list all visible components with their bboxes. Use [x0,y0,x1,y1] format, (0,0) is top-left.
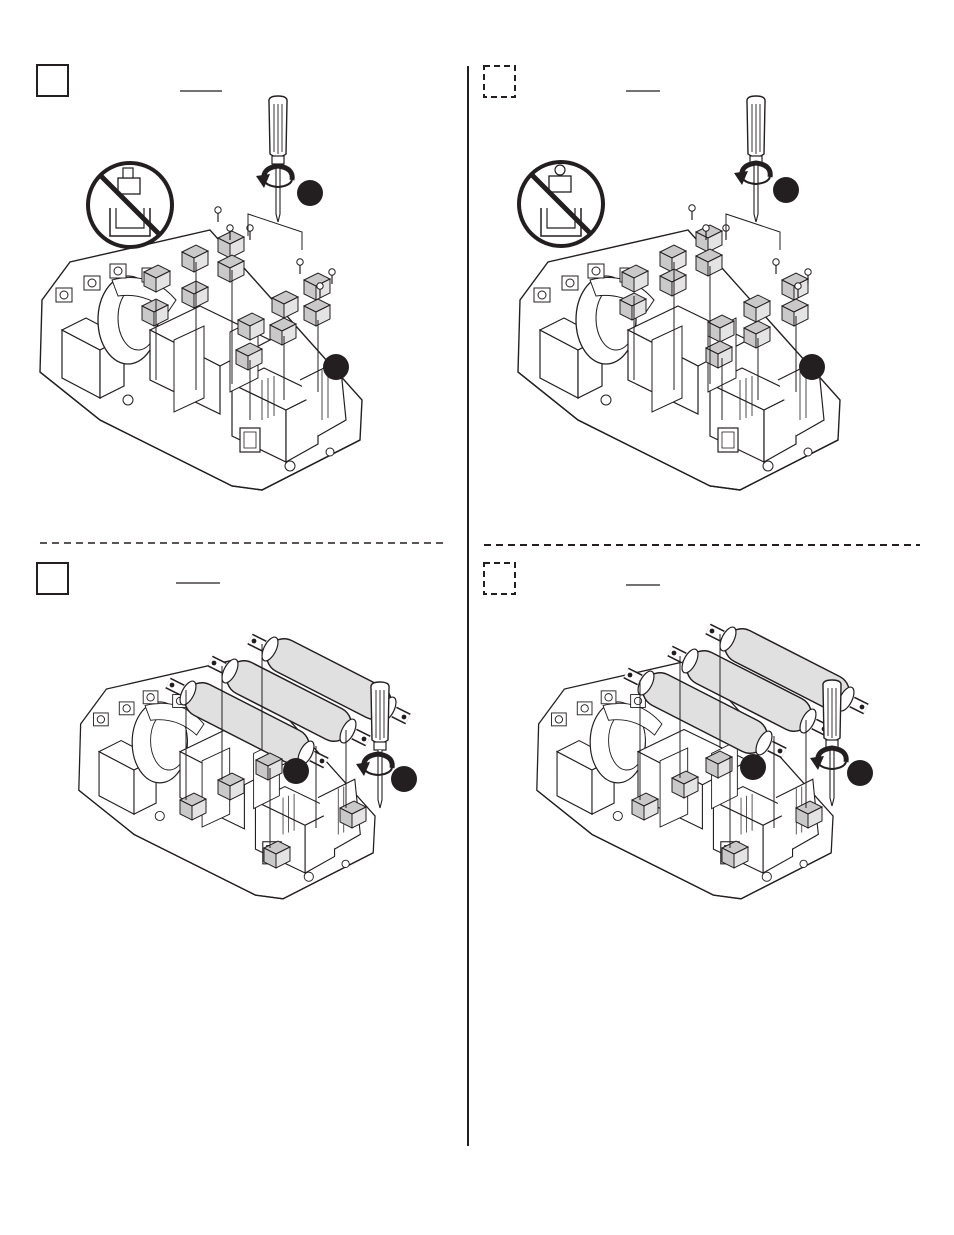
callout-marker-icon [283,758,309,784]
rotation-arrow-icon [734,163,770,185]
screwdriver-icon [371,682,389,808]
step-checkbox[interactable] [484,563,515,594]
screwdriver-icon [823,680,841,806]
screwdriver-icon [269,96,287,222]
callout-marker-icon [740,754,766,780]
step-checkbox[interactable] [37,563,68,594]
step-checkbox[interactable] [37,65,68,96]
callout-marker-icon [323,354,349,380]
step-checkbox[interactable] [484,66,515,97]
panel-bottom-left [37,563,417,899]
callout-marker-icon [799,354,825,380]
rotation-arrow-icon [356,754,392,776]
prohibition-icon [519,162,603,246]
callout-marker-icon [847,760,873,786]
rotation-arrow-icon [810,748,846,770]
rotation-arrow-icon [256,166,292,188]
prohibition-icon [88,163,172,247]
panel-bottom-right [484,563,873,899]
callout-marker-icon [391,766,417,792]
callout-marker-icon [297,180,323,206]
panel-top-right [484,66,840,490]
callout-marker-icon [773,177,799,203]
panel-top-left [37,65,362,490]
screwdriver-icon [747,96,765,222]
